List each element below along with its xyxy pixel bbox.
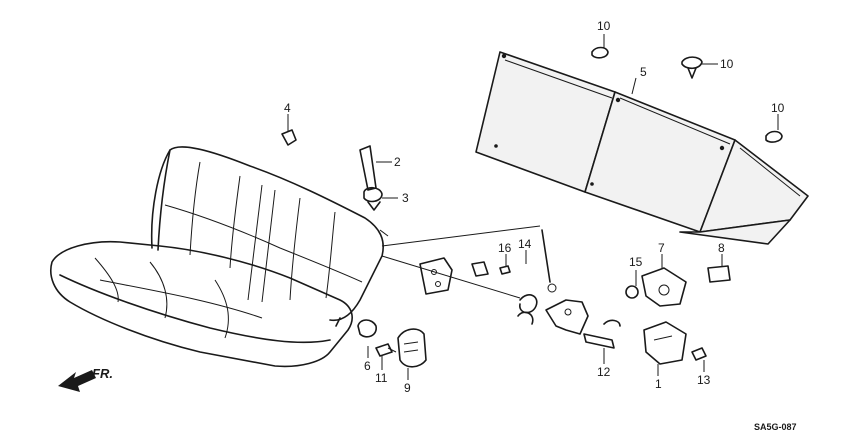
- part-16-block: [471, 261, 489, 277]
- callout-4: 4: [284, 101, 291, 115]
- lock-lever: [545, 299, 589, 335]
- part-11-screw: [375, 343, 397, 357]
- part-6-hook: [357, 319, 377, 338]
- leader-lines: [287, 34, 779, 380]
- callout-6: 6: [364, 359, 371, 373]
- front-direction-arrow: FR.: [58, 366, 113, 392]
- seat-lock-bracket: [419, 257, 453, 295]
- part-3-grommet: [363, 186, 383, 211]
- callout-9: 9: [404, 381, 411, 395]
- callout-3: 3: [402, 191, 409, 205]
- callout-10-b: 10: [720, 57, 734, 71]
- trunk-panel: [475, 51, 809, 245]
- part-10-clip-b: [681, 56, 703, 79]
- callout-10-a: 10: [597, 19, 611, 33]
- release-spring: [517, 294, 538, 325]
- part-8-plate: [707, 265, 731, 283]
- part-10-clip-c: [765, 130, 783, 143]
- part-14-screw: [499, 265, 511, 275]
- callout-14: 14: [518, 237, 532, 251]
- front-label: FR.: [92, 366, 113, 381]
- callout-11: 11: [375, 371, 388, 385]
- part-7-striker: [641, 267, 687, 307]
- callout-8: 8: [718, 241, 725, 255]
- callout-5: 5: [640, 65, 647, 79]
- callout-16: 16: [498, 241, 512, 255]
- callout-13: 13: [697, 373, 711, 387]
- callout-2: 2: [394, 155, 401, 169]
- part-2-pin: [359, 145, 377, 191]
- part-1-lock: [643, 321, 687, 365]
- part-10-clip-a: [591, 46, 609, 59]
- part-9-pad: [397, 328, 427, 368]
- guide-lines: [381, 225, 541, 299]
- callout-10-c: 10: [771, 101, 785, 115]
- part-13-bolt: [691, 347, 707, 361]
- callout-15: 15: [629, 255, 643, 269]
- callout-12: 12: [597, 365, 611, 379]
- part-15-nut: [625, 285, 639, 299]
- release-rod: [541, 229, 557, 293]
- rear-seat: [50, 146, 389, 368]
- part-4-clip: [281, 129, 297, 146]
- callout-numbers: 4 2 3 10 5 10 10 16 14 7 8 15 6 11 9 12 …: [284, 19, 785, 395]
- drawing-code: SA5G-087: [754, 422, 797, 432]
- callout-7: 7: [658, 241, 665, 255]
- part-12-bolt: [583, 319, 621, 349]
- callout-1: 1: [655, 377, 662, 391]
